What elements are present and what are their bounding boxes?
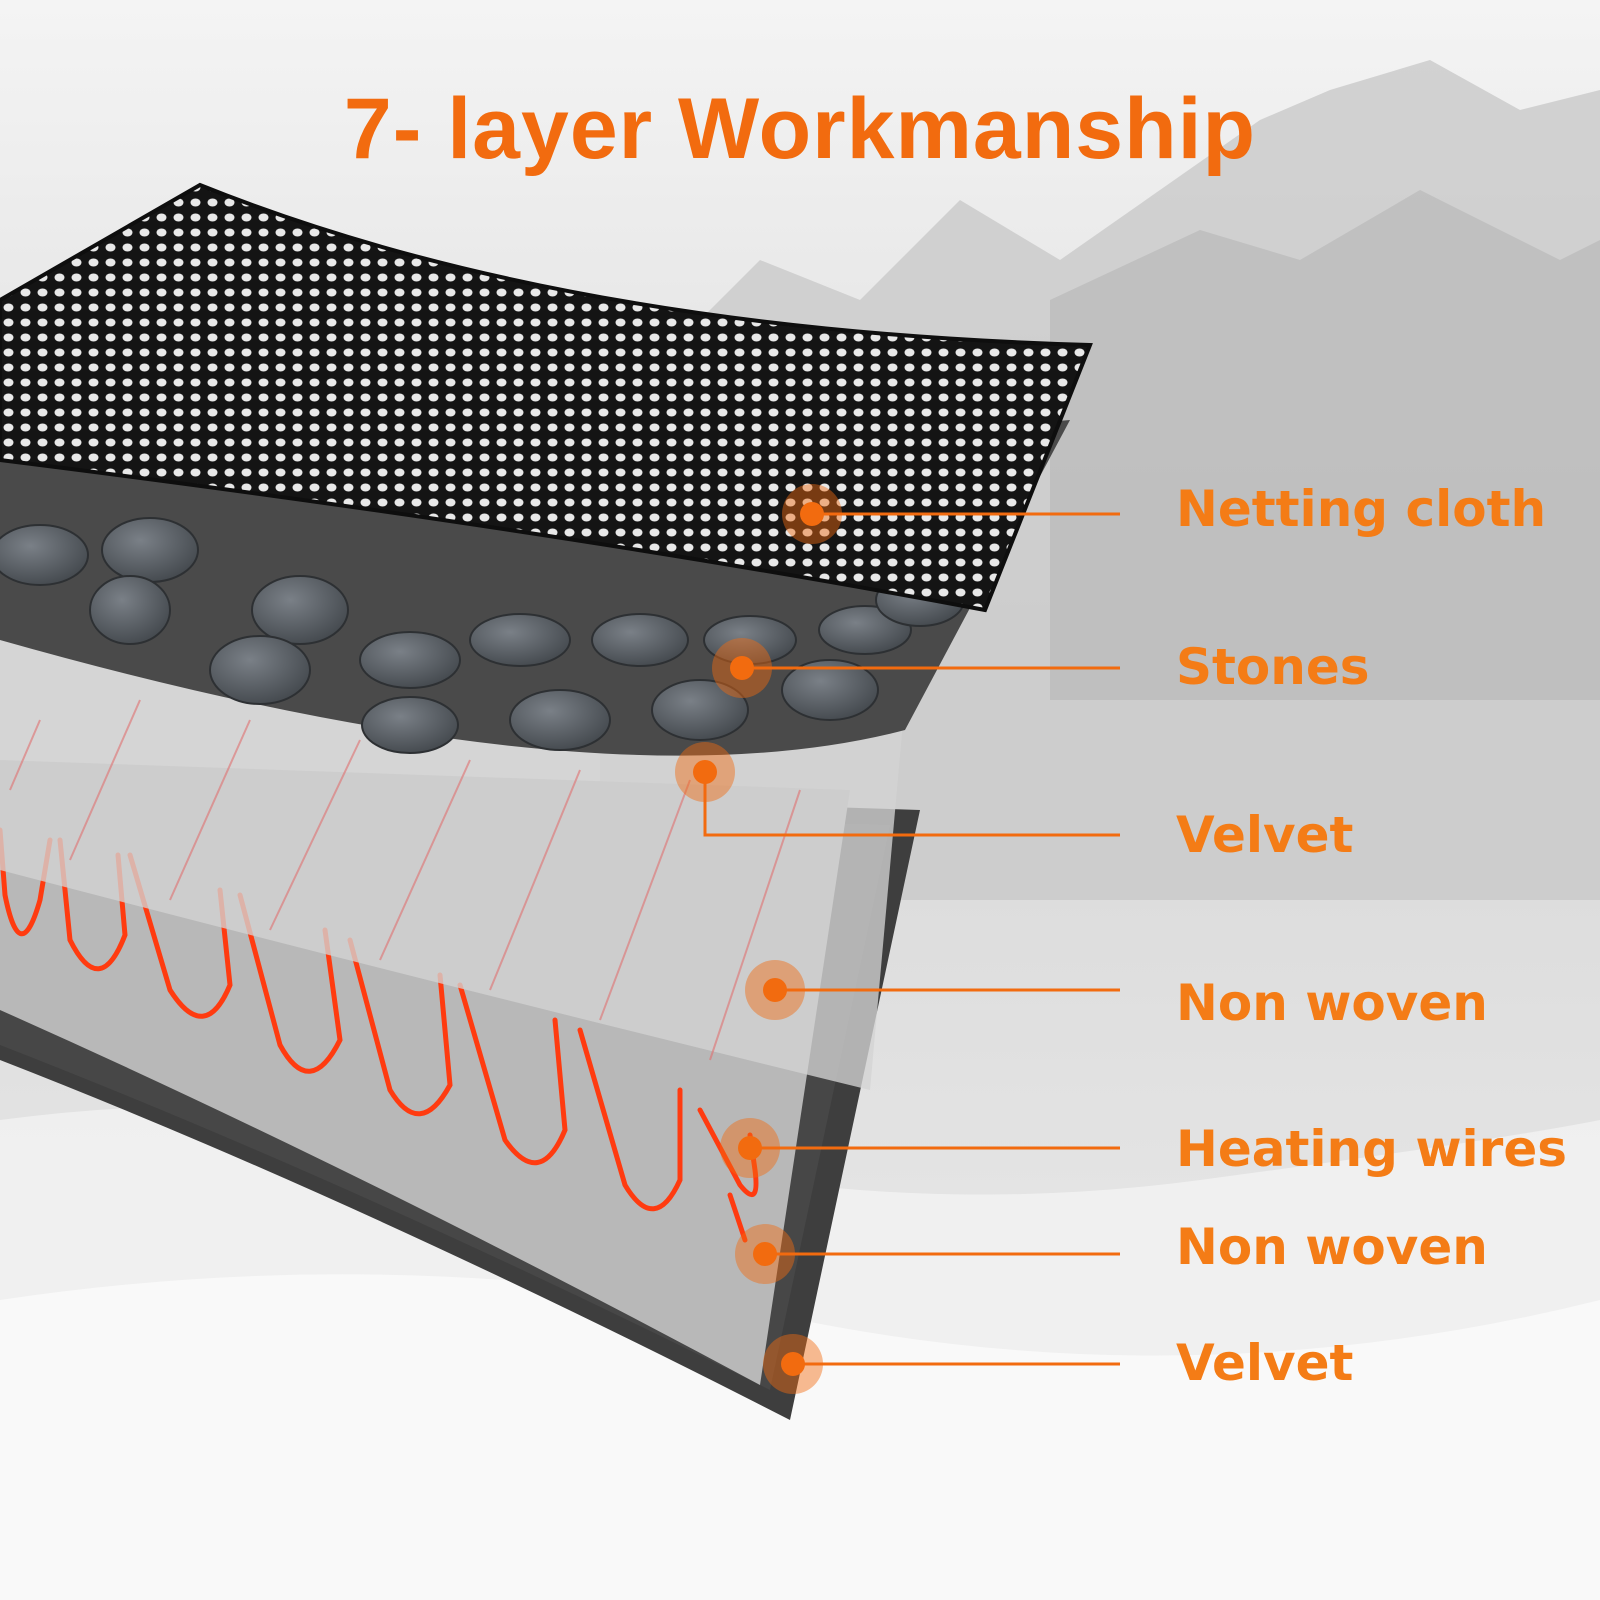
stones: [0, 457, 1026, 754]
layer-label-velvet-2: Velvet: [1176, 1334, 1354, 1392]
marker-non-woven-2: [735, 1224, 795, 1284]
layer-label-netting-cloth: Netting cloth: [1176, 480, 1547, 538]
marker-velvet-2: [763, 1334, 823, 1394]
layer-label-non-woven-2: Non woven: [1176, 1218, 1488, 1276]
leader-lines: [703, 512, 1120, 1366]
layer-label-velvet: Velvet: [1176, 806, 1354, 864]
layer-label-heating-wires: Heating wires: [1176, 1120, 1567, 1178]
page-title: 7- layer Workmanship: [343, 81, 1257, 177]
marker-netting-cloth: [782, 484, 842, 544]
marker-velvet: [675, 742, 735, 802]
layer-label-non-woven-1: Non woven: [1176, 974, 1488, 1032]
marker-stones: [712, 638, 772, 698]
marker-heating-wires: [720, 1118, 780, 1178]
heating-wires: [0, 827, 759, 1243]
marker-non-woven-1: [745, 960, 805, 1020]
leader-line-velvet: [703, 772, 1120, 837]
marker-dots: [675, 484, 842, 1394]
layer-label-stones: Stones: [1176, 638, 1370, 696]
